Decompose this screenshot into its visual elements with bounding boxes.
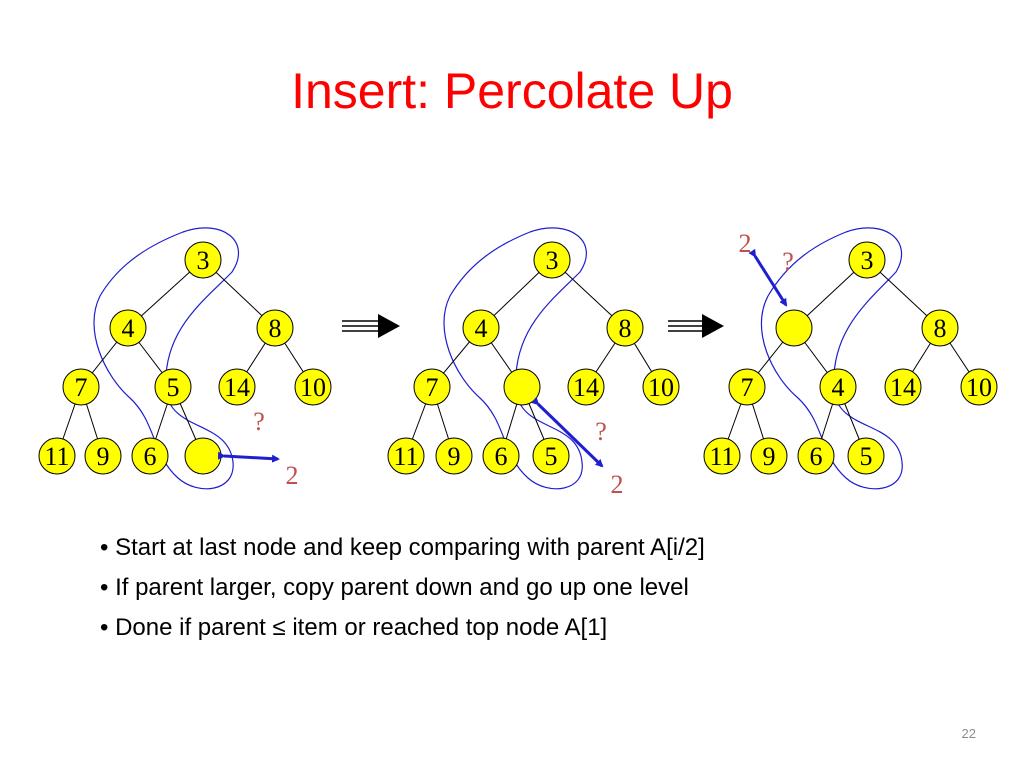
heap-node (109, 309, 147, 347)
heap-node (960, 368, 998, 406)
heap-tree-2: 3 4 8 7 14 10 11 9 6 5 ? 2 (387, 227, 680, 499)
node-label: 5 (545, 442, 558, 471)
heap-node (38, 437, 76, 475)
slide-title: Insert: Percolate Up (291, 63, 733, 119)
heap-node (482, 437, 520, 475)
heap-node (847, 437, 885, 475)
node-label: 3 (197, 246, 210, 275)
node-label: 6 (144, 442, 157, 471)
heap-node (256, 309, 294, 347)
node-label: 14 (890, 373, 916, 402)
question-mark: ? (253, 407, 265, 436)
node-label: 3 (861, 246, 874, 275)
node-label: 11 (709, 442, 734, 471)
heap-tree-3: 3 8 7 4 14 10 11 9 6 5 2 ? (703, 227, 998, 490)
heap-node (703, 437, 741, 475)
heap-node (642, 368, 680, 406)
insert-value: 2 (286, 461, 299, 490)
heap-node-empty-hole (503, 368, 541, 406)
compare-arrow (217, 451, 280, 463)
node-label: 11 (44, 442, 69, 471)
step-arrow-1 (342, 314, 400, 338)
question-mark: ? (595, 417, 607, 446)
percolate-path-outline (760, 227, 903, 490)
heap-node (848, 241, 886, 279)
heap-node (606, 309, 644, 347)
node-label: 8 (934, 314, 947, 343)
bullet-item: • If parent larger, copy parent down and… (100, 574, 689, 601)
heap-node (294, 368, 332, 406)
node-label: 6 (810, 442, 823, 471)
bullet-item: • Start at last node and keep comparing … (100, 534, 705, 561)
node-label: 6 (495, 442, 508, 471)
node-label: 7 (75, 373, 88, 402)
heap-node-empty-hole (775, 309, 813, 347)
node-label: 14 (224, 373, 250, 402)
node-label: 8 (269, 314, 282, 343)
heap-node (462, 309, 500, 347)
heap-node (218, 368, 256, 406)
heap-node (819, 368, 857, 406)
bullet-item: • Done if parent ≤ item or reached top n… (100, 614, 608, 641)
heap-tree-1: 3 4 8 7 5 14 10 11 9 6 ? 2 (38, 227, 332, 490)
percolate-path-outline (93, 227, 239, 490)
node-label: 10 (648, 373, 674, 402)
question-mark: ? (782, 247, 794, 276)
compare-arrow (748, 248, 788, 307)
node-label: 8 (619, 314, 632, 343)
node-label: 11 (393, 442, 418, 471)
heap-node (62, 368, 100, 406)
heap-node (84, 437, 122, 475)
heap-node (184, 241, 222, 279)
insert-value: 2 (611, 470, 624, 499)
node-label: 14 (573, 373, 599, 402)
node-label: 9 (763, 442, 776, 471)
insert-value: 2 (739, 229, 752, 258)
node-label: 10 (966, 373, 992, 402)
step-arrow-2 (668, 314, 724, 338)
node-label: 4 (832, 373, 845, 402)
slide-number: 22 (961, 726, 976, 741)
node-label: 7 (426, 373, 439, 402)
heap-node-empty-hole (184, 437, 222, 475)
node-label: 3 (546, 246, 559, 275)
bullet-list: • Start at last node and keep comparing … (100, 528, 705, 648)
heap-node (131, 437, 169, 475)
heap-node (797, 437, 835, 475)
node-label: 4 (122, 314, 135, 343)
heap-node (435, 437, 473, 475)
heap-node (921, 309, 959, 347)
heap-node (750, 437, 788, 475)
compare-arrow (530, 396, 604, 468)
heap-node (728, 368, 766, 406)
heap-node (413, 368, 451, 406)
percolate-path-outline (443, 227, 587, 490)
heap-node (154, 368, 192, 406)
node-label: 7 (741, 373, 754, 402)
node-label: 9 (97, 442, 110, 471)
heap-node (387, 437, 425, 475)
heap-node (884, 368, 922, 406)
node-label: 9 (448, 442, 461, 471)
node-label: 10 (300, 373, 326, 402)
node-label: 5 (860, 442, 873, 471)
node-label: 4 (475, 314, 488, 343)
heap-node (533, 241, 571, 279)
node-label: 5 (167, 373, 180, 402)
